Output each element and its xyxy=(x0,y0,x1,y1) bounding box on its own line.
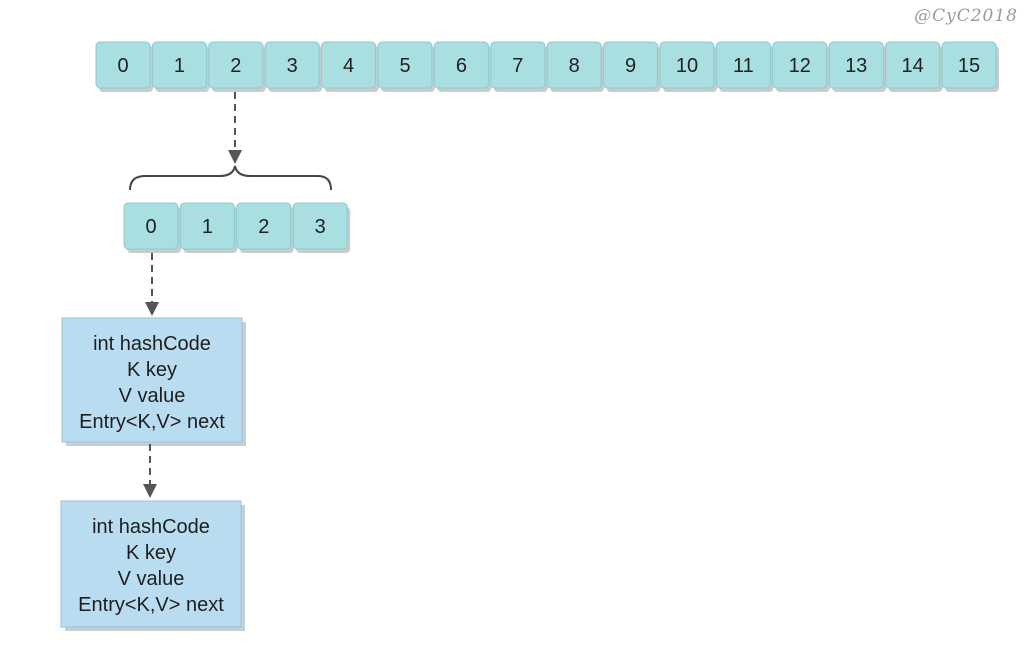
segment-cell-3-box xyxy=(264,41,320,89)
table-cell-0-box xyxy=(123,202,179,250)
segment-cell-8-box xyxy=(546,41,602,89)
segment-cell-6-box xyxy=(433,41,489,89)
segment-cell-4-box xyxy=(321,41,377,89)
segment-cell-8-label: 8 xyxy=(569,55,580,77)
table-cell-1-box xyxy=(179,202,235,250)
segment-cell-4-label: 4 xyxy=(343,55,354,77)
segment-cell-12-box xyxy=(772,41,828,89)
segment-cell-10-box xyxy=(659,41,715,89)
segment-cell-12-label: 12 xyxy=(789,55,811,77)
table-cell-2-label: 2 xyxy=(258,216,269,238)
table-array: 0 1 2 3 xyxy=(123,202,351,253)
segment-cell-14: 14 xyxy=(885,41,943,92)
table-cell-0-label: 0 xyxy=(145,216,156,238)
table-cell-3-box xyxy=(292,202,348,250)
entry-node-2: int hashCode K key V value Entry<K,V> ne… xyxy=(60,500,245,631)
segment-cell-5-box xyxy=(377,41,433,89)
table-cell-1: 1 xyxy=(179,202,238,253)
entry-node-1-value: V value xyxy=(119,385,186,407)
segment-cell-10-label: 10 xyxy=(676,55,698,77)
segment-to-table-arrowhead xyxy=(228,150,242,164)
segment-cell-10: 10 xyxy=(659,41,717,92)
segment-cell-7-box xyxy=(490,41,546,89)
segment-cell-13-box xyxy=(828,41,884,89)
segment-cell-2-label: 2 xyxy=(230,55,241,77)
segment-cell-11: 11 xyxy=(715,41,774,92)
segment-cell-6: 6 xyxy=(433,41,492,92)
segment-cell-15-label: 15 xyxy=(958,55,980,77)
segment-cell-5: 5 xyxy=(377,41,435,92)
segment-cell-0: 0 xyxy=(95,41,153,92)
segment-cell-0-label: 0 xyxy=(117,55,128,77)
entry-node-1-key: K key xyxy=(127,359,177,381)
segment-cell-1-box xyxy=(151,41,207,89)
segment-cell-7: 7 xyxy=(490,41,548,92)
table-cell-3: 3 xyxy=(292,202,351,253)
segment-cell-9-box xyxy=(603,41,659,89)
entry-node-1-next: Entry<K,V> next xyxy=(79,411,225,433)
entry-to-entry-arrowhead xyxy=(143,484,157,498)
segment-cell-15-box xyxy=(941,41,997,89)
segment-cell-11-box xyxy=(715,41,771,89)
table-cell-3-label: 3 xyxy=(315,216,326,238)
entry-node-1: int hashCode K key V value Entry<K,V> ne… xyxy=(61,317,246,446)
segment-cell-3: 3 xyxy=(264,41,323,92)
segment-cell-3-label: 3 xyxy=(287,55,298,77)
segment-cell-12: 12 xyxy=(772,41,830,92)
entry-node-2-value: V value xyxy=(118,568,185,590)
segment-cell-2: 2 xyxy=(208,41,266,92)
entry-node-2-hashcode: int hashCode xyxy=(92,516,210,538)
segment-cell-13: 13 xyxy=(828,41,887,92)
segment-cell-1: 1 xyxy=(151,41,210,92)
segment-cell-8: 8 xyxy=(546,41,605,92)
segment-cell-9-label: 9 xyxy=(625,55,636,77)
table-cell-0: 0 xyxy=(123,202,181,253)
watermark: @CyC2018 xyxy=(914,6,1018,26)
table-to-entry-arrowhead xyxy=(145,302,159,316)
table-cell-2-box xyxy=(236,202,292,250)
entry-node-2-box xyxy=(60,500,242,628)
segment-cell-4: 4 xyxy=(321,41,379,92)
entry-node-2-next: Entry<K,V> next xyxy=(78,594,224,616)
segment-cell-5-label: 5 xyxy=(399,55,410,77)
curly-brace xyxy=(129,165,332,191)
segment-cell-7-label: 7 xyxy=(512,55,523,77)
segment-cell-14-label: 14 xyxy=(901,55,923,77)
table-cell-1-label: 1 xyxy=(202,216,213,238)
segment-cell-9: 9 xyxy=(603,41,661,92)
segment-cell-13-label: 13 xyxy=(845,55,867,77)
segment-cell-2-box xyxy=(208,41,264,89)
entry-node-1-box xyxy=(61,317,243,443)
segment-cell-6-label: 6 xyxy=(456,55,467,77)
entry-node-1-hashcode: int hashCode xyxy=(93,333,211,355)
segment-cell-0-box xyxy=(95,41,151,89)
segment-cell-14-box xyxy=(885,41,941,89)
entry-node-2-key: K key xyxy=(126,542,176,564)
segment-cell-1-label: 1 xyxy=(174,55,185,77)
table-cell-2: 2 xyxy=(236,202,294,253)
segment-cell-11-label: 11 xyxy=(733,55,754,77)
segment-cell-15: 15 xyxy=(941,41,999,92)
